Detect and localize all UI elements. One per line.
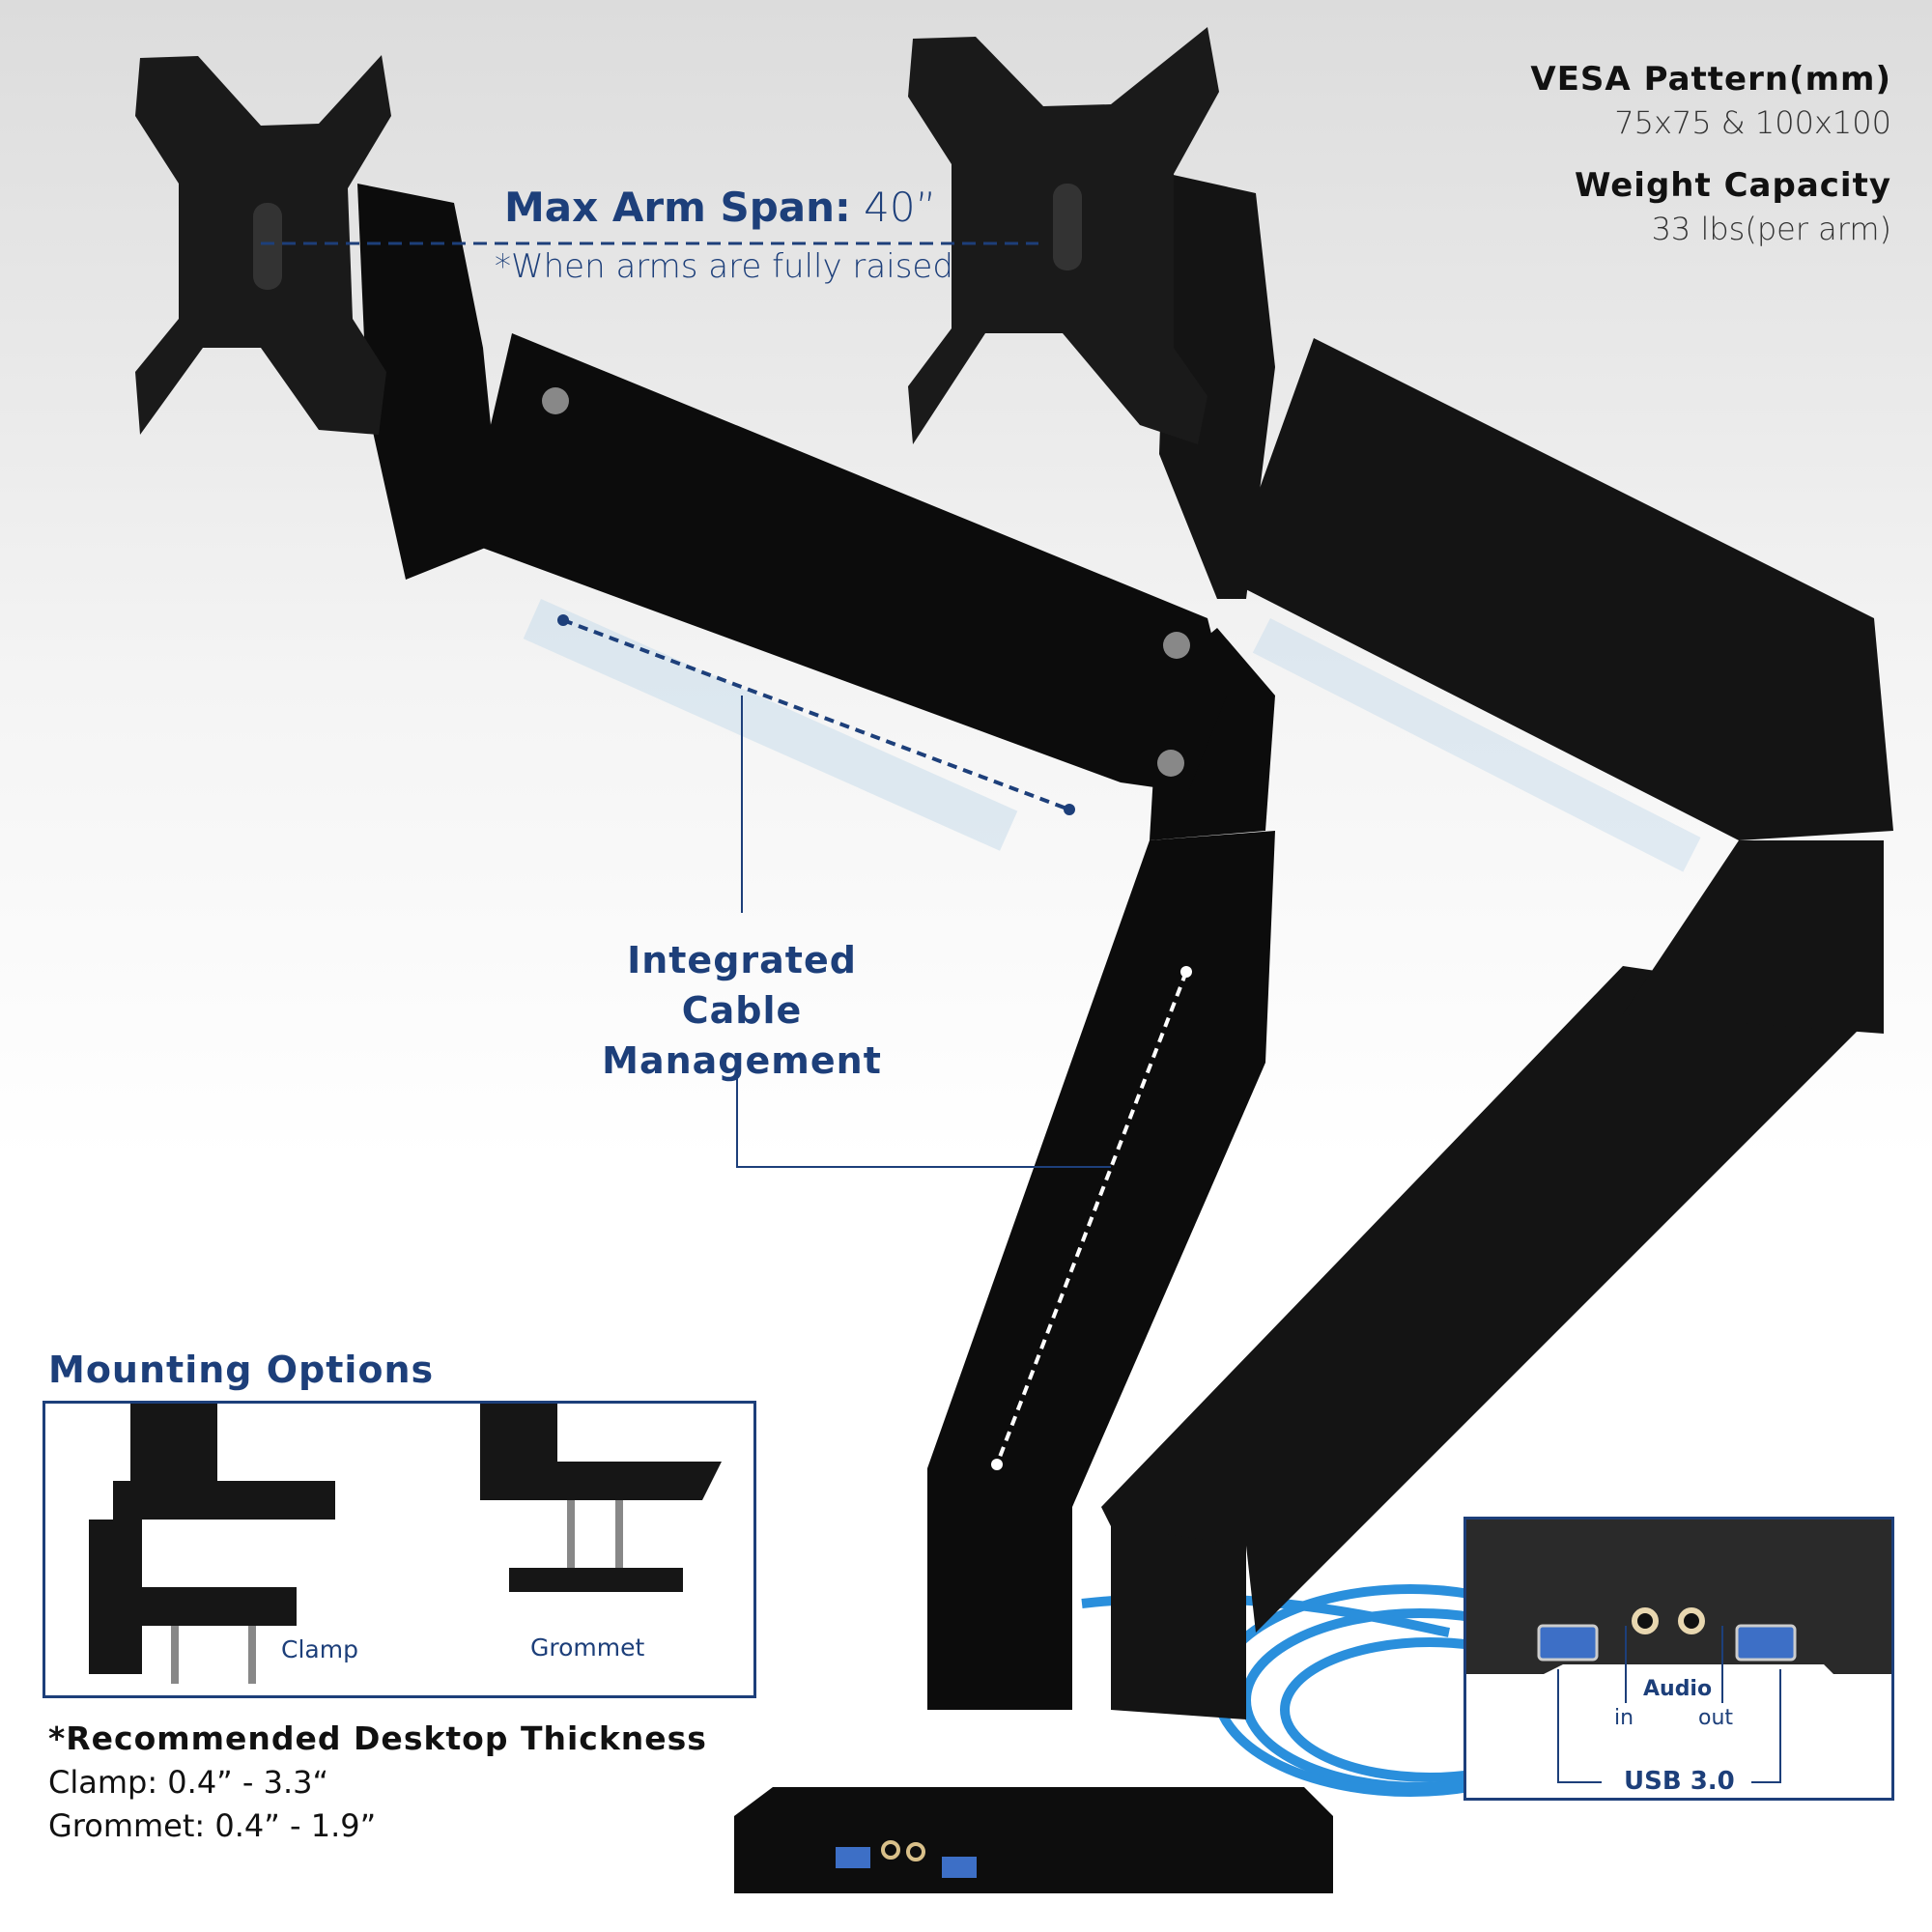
vesa-plate-right [908,27,1219,444]
mounting-options-box: Clamp Grommet [43,1401,756,1698]
ports-illustration [1466,1520,1891,1783]
ports-inset: Audio in out USB 3.0 [1463,1517,1894,1801]
usb-label: USB 3.0 [1624,1767,1735,1796]
cable-management-line1: Integrated [627,939,857,981]
grommet-illustration [480,1404,722,1592]
arm-span-label: Max Arm Span: [504,184,851,231]
arm-span-heading: Max Arm Span: 40” [504,184,936,231]
thickness-title: *Recommended Desktop Thickness [48,1719,707,1757]
usb-port-right [1735,1624,1797,1662]
audio-out-label: out [1698,1706,1734,1730]
usb-port-left [1537,1624,1599,1662]
thickness-grommet: Grommet: 0.4” - 1.9” [48,1807,377,1844]
desk-base [734,1787,1333,1893]
arm-span-note: *When arms are fully raised [495,247,953,286]
left-arm [357,184,1275,1710]
audio-label: Audio [1643,1677,1713,1701]
clamp-label: Clamp [281,1635,358,1663]
audio-out-jack [1678,1607,1705,1634]
cable-management-label: Integrated Cable Management [549,935,935,1086]
arm-span-value: 40” [864,184,937,231]
vesa-title: VESA Pattern(mm) [1530,60,1891,99]
clamp-illustration [89,1404,335,1684]
right-arm [1101,174,1893,1719]
audio-in-jack [1632,1607,1659,1634]
thickness-clamp: Clamp: 0.4” - 3.3“ [48,1764,329,1801]
grommet-label: Grommet [530,1634,645,1662]
audio-in-label: in [1614,1706,1634,1730]
arm-cable-dashed-line [995,971,1188,1465]
mounting-title: Mounting Options [48,1349,435,1391]
weight-title: Weight Capacity [1574,166,1891,205]
mount-illustrations [89,1404,722,1684]
tray-dashed-line [562,618,1070,811]
cable-management-line2: Cable Management [602,989,882,1082]
vesa-value: 75x75 & 100x100 [1614,104,1891,141]
weight-value: 33 lbs(per arm) [1651,211,1891,247]
